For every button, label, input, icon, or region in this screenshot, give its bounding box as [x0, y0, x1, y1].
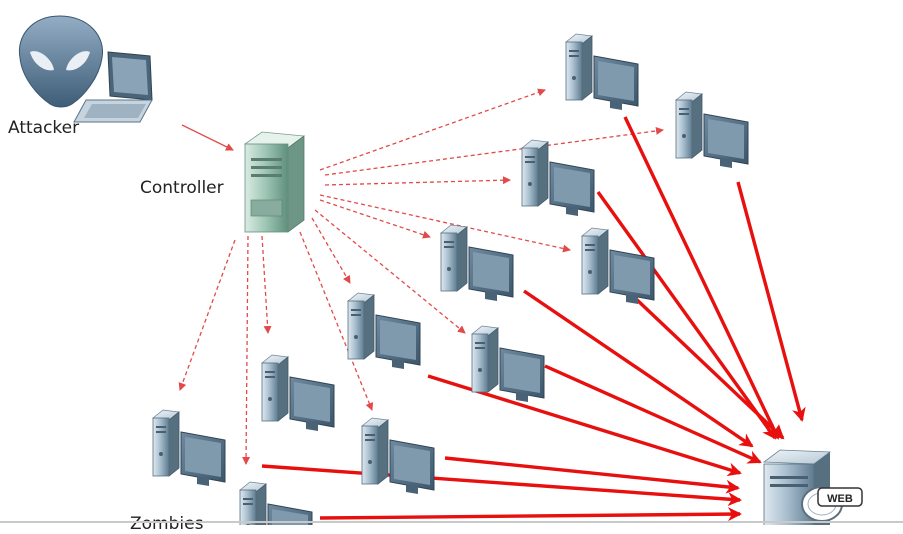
zombie-computers	[152, 33, 749, 525]
zombie-computer	[239, 481, 313, 525]
zombie-computer	[521, 139, 595, 217]
attack-arrow	[523, 289, 754, 448]
bottom-divider	[0, 521, 903, 523]
attack-arrow	[544, 364, 762, 464]
command-arrows	[178, 88, 664, 465]
zombies-label: Zombies	[130, 514, 204, 534]
web-badge-label: WEB	[827, 493, 853, 505]
attack-arrow	[444, 456, 740, 494]
command-arrow	[319, 194, 571, 253]
attack-arrow	[596, 191, 777, 440]
command-arrow	[261, 235, 272, 334]
zombie-computer	[440, 224, 514, 302]
controller-icon	[243, 131, 306, 233]
command-arrow	[319, 88, 546, 171]
zombie-computer	[471, 325, 545, 403]
zombie-computer	[675, 91, 749, 169]
attack-arrow	[633, 296, 785, 440]
attacker-label: Attacker	[8, 118, 80, 138]
attack-arrow	[261, 464, 742, 507]
zombie-computer	[152, 409, 226, 487]
command-arrow	[324, 126, 664, 176]
zombie-computer	[565, 33, 639, 111]
command-arrow	[324, 176, 511, 186]
command-arrow	[319, 199, 431, 239]
command-arrow	[242, 235, 251, 465]
web-server-icon: WEB	[762, 449, 863, 525]
zombie-computer	[347, 292, 421, 370]
command-arrow	[314, 209, 466, 334]
attacker-to-controller-arrow	[181, 124, 234, 151]
command-arrow	[178, 239, 236, 391]
attack-arrow	[319, 507, 742, 522]
zombie-computer	[261, 354, 335, 432]
zombie-computer	[361, 417, 435, 495]
controller-label: Controller	[140, 178, 224, 198]
attack-arrow	[623, 116, 780, 440]
zombie-computer	[581, 227, 655, 305]
attack-arrow	[736, 181, 806, 422]
attacker-icon	[18, 15, 153, 123]
command-arrow	[311, 217, 351, 284]
